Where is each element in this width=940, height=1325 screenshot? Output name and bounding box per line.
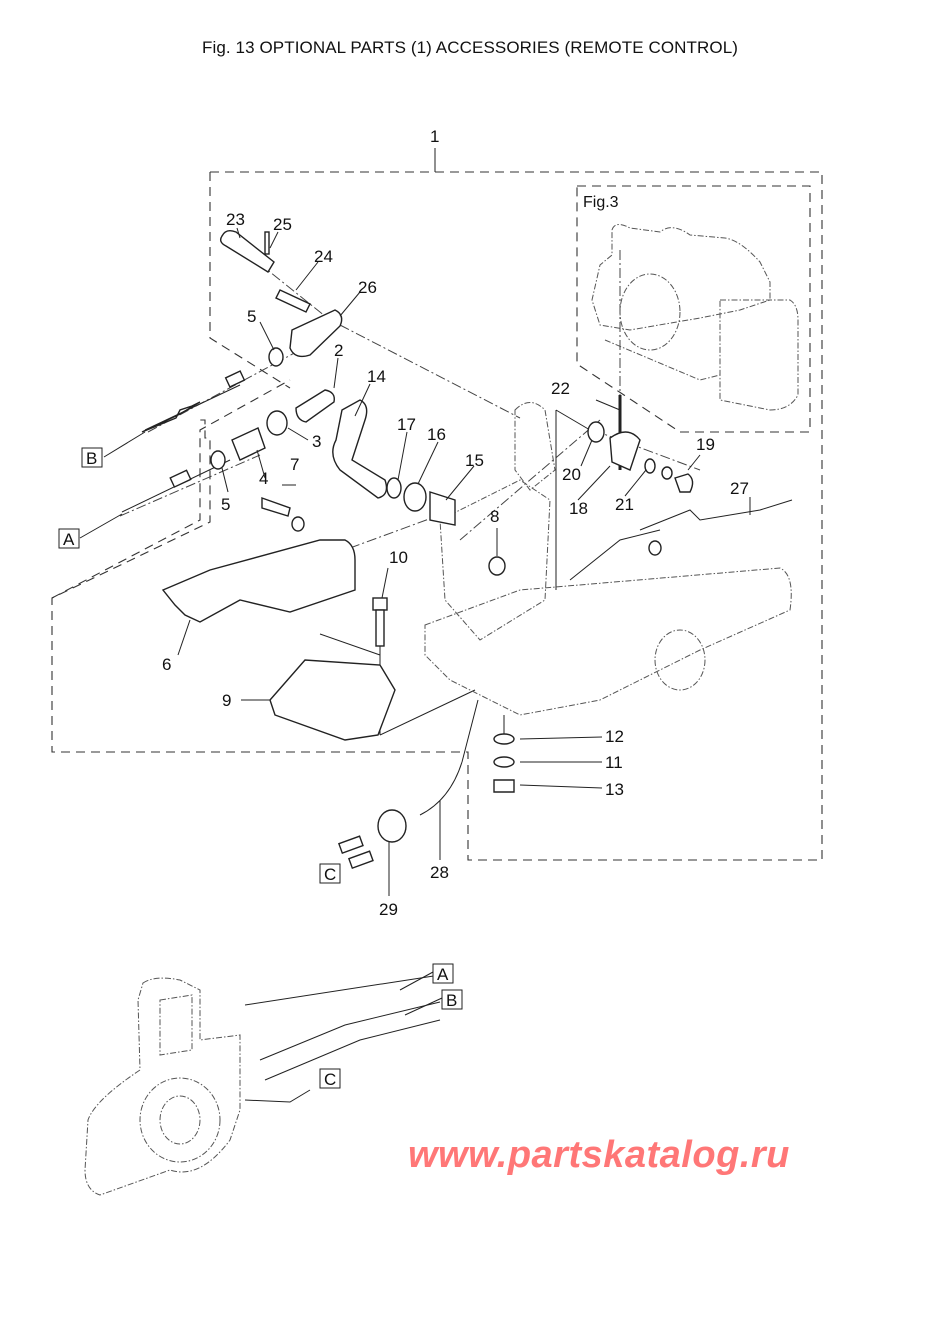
callout-4: 4 — [259, 469, 268, 488]
assembly-boundary — [51, 148, 823, 861]
remote-control-box — [84, 974, 441, 1196]
callout-12: 12 — [605, 727, 624, 746]
callout-14: 14 — [367, 367, 386, 386]
callout-numbers: 1 2 3 4 5 5 6 7 8 9 10 11 12 13 14 15 16… — [162, 127, 749, 919]
motor-bracket-ghost — [424, 402, 792, 716]
callout-8: 8 — [490, 507, 499, 526]
callout-1: 1 — [430, 127, 439, 146]
callout-5b: 5 — [221, 495, 230, 514]
callout-23: 23 — [226, 210, 245, 229]
shift-throttle-cables — [121, 370, 246, 513]
callout-21: 21 — [615, 495, 634, 514]
callout-5a: 5 — [247, 307, 256, 326]
callout-9: 9 — [222, 691, 231, 710]
callout-28: 28 — [430, 863, 449, 882]
callout-2: 2 — [334, 341, 343, 360]
fig3-inset: Fig.3 — [576, 185, 811, 433]
callout-15: 15 — [465, 451, 484, 470]
callout-24: 24 — [314, 247, 333, 266]
callout-16: 16 — [427, 425, 446, 444]
connector-ref-A-lower: A — [437, 965, 449, 984]
leader-lines — [177, 227, 751, 896]
callout-6: 6 — [162, 655, 171, 674]
inset-label: Fig.3 — [583, 194, 619, 211]
callout-26: 26 — [358, 278, 377, 297]
connector-ref-A-upper: A — [63, 530, 75, 549]
callout-11: 11 — [605, 753, 623, 772]
callout-20: 20 — [562, 465, 581, 484]
callout-18: 18 — [569, 499, 588, 518]
callout-3: 3 — [312, 432, 321, 451]
callout-13: 13 — [605, 780, 624, 799]
callout-29: 29 — [379, 900, 398, 919]
connector-refs: B A C A B C — [58, 431, 463, 1089]
connector-ref-C-upper: C — [324, 865, 336, 884]
callout-19: 19 — [696, 435, 715, 454]
callout-17: 17 — [397, 415, 416, 434]
callout-22: 22 — [551, 379, 570, 398]
callout-10: 10 — [389, 548, 408, 567]
connector-ref-B-lower: B — [446, 991, 457, 1010]
connector-ref-B-upper: B — [86, 449, 97, 468]
connector-ref-C-lower: C — [324, 1070, 336, 1089]
callout-25: 25 — [273, 215, 292, 234]
callout-7: 7 — [290, 455, 299, 474]
callout-27: 27 — [730, 479, 749, 498]
parts — [161, 229, 793, 870]
figure-title: Fig. 13 OPTIONAL PARTS (1) ACCESSORIES (… — [201, 38, 739, 57]
watermark: www.partskatalog.ru — [408, 1134, 790, 1176]
